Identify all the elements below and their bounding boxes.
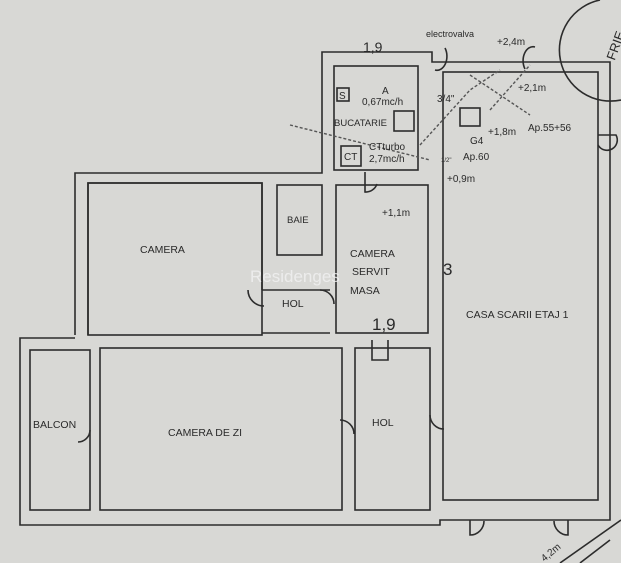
dimension-top: 1,9 <box>363 39 383 55</box>
room-camera-servit-2: SERVIT <box>352 266 390 278</box>
stamp <box>558 0 621 102</box>
height-1-1: +1,1m <box>382 208 410 219</box>
room-camera: CAMERA <box>140 244 185 256</box>
watermark: Residenges <box>250 267 340 286</box>
height-2-1: +2,1m <box>518 83 546 94</box>
g4-label: G4 <box>470 136 484 147</box>
room-casa-scarii: CASA SCARII ETAJ 1 <box>466 309 569 321</box>
s-symbol: S <box>339 91 346 102</box>
room-baie: BAIE <box>287 215 309 226</box>
ap-60: Ap.60 <box>463 152 490 163</box>
pipe-3-4: 3/4" <box>437 94 455 105</box>
dimension-bottom: 4,2m <box>539 542 563 563</box>
room-camera-de-zi: CAMERA DE ZI <box>168 427 242 439</box>
room-camera-servit-1: CAMERA <box>350 248 395 260</box>
room-camera-servit-3: MASA <box>350 285 380 297</box>
electrovalva-label: electrovalva <box>426 29 474 39</box>
height-2-4: +2,4m <box>497 37 525 48</box>
room-hol-small: HOL <box>282 298 304 310</box>
stamp-text: FRIE <box>603 29 621 62</box>
room-bucatarie: BUCATARIE <box>334 118 387 129</box>
walls <box>19 0 621 563</box>
room-balcon: BALCON <box>33 419 76 431</box>
pipe-1-2: 1/2" <box>441 158 451 164</box>
room-hol-large: HOL <box>372 417 394 429</box>
height-0-9: +0,9m <box>447 174 475 185</box>
a-label: A <box>382 86 389 97</box>
ct-symbol: CT <box>344 152 357 163</box>
ct-label: CTturbo <box>369 142 406 153</box>
dimension-handwritten: 1,9 <box>372 315 396 334</box>
ap-55-56: Ap.55+56 <box>528 123 572 134</box>
a-flow: 0,67mc/h <box>362 97 403 108</box>
ct-flow: 2,7mc/h <box>369 154 405 165</box>
handwritten-3: 3 <box>443 260 452 279</box>
height-1-8: +1,8m <box>488 127 516 138</box>
